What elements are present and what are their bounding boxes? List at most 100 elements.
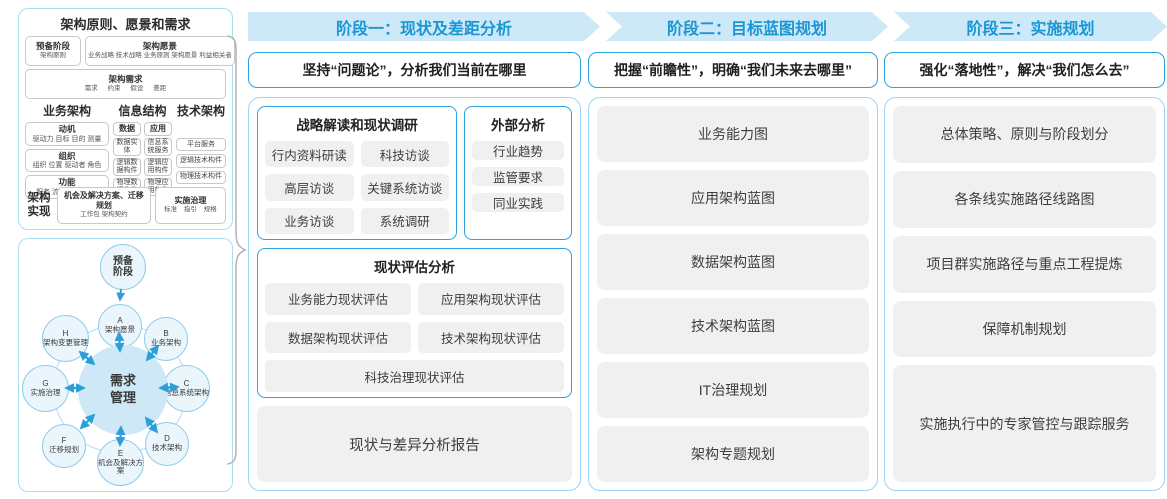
phase2-item: 架构专题规划 — [597, 426, 869, 482]
implementation-governance-sub: 标准 指引 规格 — [164, 206, 217, 214]
application-subcolumn: 应用 信息系统服务 逻辑应用构件 物理应用构件 — [144, 122, 172, 197]
prep-phase-box: 预备阶段 架构原则 — [25, 36, 81, 66]
adm-node-label: 实施治理 — [30, 387, 61, 397]
organization-box: 组织 组织 位置 驱动者 角色 — [25, 148, 109, 173]
adm-cycle-panel: 预备阶段 A 架构愿景 B 业务架构 C 信息系统架构 D 技术架构 E 机会及… — [18, 238, 233, 492]
adm-node-e: E 机会及解决方案 — [97, 439, 144, 486]
research-item: 系统调研 — [360, 207, 449, 234]
current-assessment-box: 现状评估分析 业务能力现状评估 应用架构现状评估 数据架构现状评估 技术架构现状… — [257, 248, 572, 398]
research-item: 科技访谈 — [360, 141, 449, 168]
external-analysis-title: 外部分析 — [491, 118, 545, 133]
phase2-item: 业务能力图 — [597, 106, 869, 162]
technology-architecture-column: 技术架构 平台服务 逻辑技术构件 物理技术构件 — [176, 102, 226, 184]
motivation-title: 动机 — [58, 124, 76, 134]
opportunities-migration-sub: 工作包 架构契约 — [80, 211, 128, 219]
adm-node-a: A 架构愿景 — [98, 304, 142, 348]
adm-node-f: F 迁移规划 — [42, 424, 86, 468]
framework-title: 架构原则、愿景和需求 — [60, 17, 191, 32]
architecture-requirements-title: 架构需求 — [108, 74, 143, 85]
function-title: 功能 — [58, 177, 76, 188]
adm-node-letter: A — [117, 316, 123, 326]
application-item: 逻辑应用构件 — [144, 158, 172, 177]
architecture-requirements-sub: 需求 约束 假设 差距 — [84, 85, 167, 93]
phase2-subtitle: 把握“前瞻性”，明确“我们未来去哪里” — [588, 52, 878, 88]
motivation-sub: 驱动力 目标 目的 测量 — [32, 135, 102, 143]
adm-node-letter: F — [61, 436, 67, 446]
adm-node-letter: G — [42, 378, 49, 388]
adm-node-prep: 预备阶段 — [100, 244, 146, 290]
phase2-panel: 业务能力图 应用架构蓝图 数据架构蓝图 技术架构蓝图 IT治理规划 架构专题规划 — [588, 97, 878, 491]
motivation-box: 动机 驱动力 目标 目的 测量 — [25, 122, 109, 146]
phase2-item: 数据架构蓝图 — [597, 234, 869, 290]
implementation-governance-box: 实施治理 标准 指引 规格 — [154, 187, 226, 224]
architecture-realization-row: 架构实现 机会及解决方案、迁移规划 工作包 架构契约 实施治理 标准 指引 规格 — [25, 187, 226, 224]
external-item: 监管要求 — [472, 167, 564, 186]
adm-node-label: 信息系统架构 — [164, 387, 209, 397]
phase3-banner: 阶段三：实施规划 — [894, 12, 1167, 41]
architecture-requirements-box: 架构需求 需求 约束 假设 差距 — [25, 69, 226, 99]
adm-node-label: 迁移规划 — [49, 445, 79, 455]
adm-node-label: 技术架构 — [152, 443, 182, 453]
implementation-governance-title: 实施治理 — [174, 196, 207, 206]
assessment-item: 业务能力现状评估 — [265, 283, 411, 315]
architecture-realization-label: 架构实现 — [27, 191, 51, 218]
opportunities-migration-title: 机会及解决方案、迁移规划 — [63, 191, 144, 211]
organization-title: 组织 — [58, 150, 76, 161]
architecture-vision-box: 架构愿景 业务战略 技术战略 业务原则 架构愿景 利益相关者 — [85, 36, 235, 66]
assessment-item-full: 科技治理现状评估 — [265, 360, 564, 392]
prep-phase-sub: 架构原则 — [40, 52, 66, 60]
phase3-item: 总体策略、原则与阶段划分 — [893, 106, 1156, 163]
assessment-item: 技术架构现状评估 — [418, 321, 564, 354]
application-item: 信息系统服务 — [144, 138, 172, 157]
data-item: 数据实体 — [113, 138, 141, 157]
external-item: 行业趋势 — [472, 141, 564, 160]
phase2-item: 应用架构蓝图 — [597, 170, 869, 226]
adm-node-letter: E — [117, 448, 124, 458]
data-item: 逻辑数据构件 — [113, 158, 141, 177]
technology-item: 逻辑技术构件 — [176, 154, 226, 168]
adm-node-c: C 信息系统架构 — [163, 365, 210, 412]
adm-node-letter: B — [163, 329, 169, 339]
adm-node-prep-label: 预备阶段 — [113, 255, 133, 279]
adm-node-h: H 架构变更管理 — [42, 315, 89, 362]
adm-node-d: D 技术架构 — [145, 422, 189, 466]
phase3-subtitle: 强化“落地性”，解决“我们怎么去” — [884, 52, 1165, 88]
adm-node-g: G 实施治理 — [22, 365, 69, 412]
research-item: 业务访谈 — [265, 207, 354, 234]
technology-item: 平台服务 — [176, 138, 226, 152]
phase1-panel: 战略解读和现状调研 行内资料研读 科技访谈 高层访谈 关键系统访谈 业务访谈 系… — [248, 97, 581, 491]
current-assessment-title: 现状评估分析 — [374, 260, 455, 275]
research-item: 高层访谈 — [265, 174, 354, 201]
adm-node-letter: H — [62, 328, 69, 338]
technology-item: 物理技术构件 — [176, 170, 226, 184]
business-architecture-column: 业务架构 动机 驱动力 目标 目的 测量 组织 组织 位置 驱动者 角色 功能 … — [25, 102, 109, 200]
phase1-subtitle: 坚持“问题论”，分析我们当前在哪里 — [248, 52, 581, 88]
data-header: 数据 — [113, 122, 141, 136]
phase3-panel: 总体策略、原则与阶段划分 各条线实施路径线路图 项目群实施路径与重点工程提炼 保… — [884, 97, 1165, 491]
assessment-item: 应用架构现状评估 — [418, 283, 564, 315]
architecture-vision-title: 架构愿景 — [142, 41, 177, 52]
brace-connector — [227, 35, 247, 465]
phase3-item: 保障机制规划 — [893, 300, 1156, 358]
adm-node-label: 架构愿景 — [105, 325, 135, 335]
gap-analysis-report-box: 现状与差异分析报告 — [257, 406, 572, 482]
adm-node-letter: C — [183, 378, 190, 388]
adm-node-label: 机会及解决方案 — [98, 457, 143, 475]
organization-sub: 组织 位置 驱动者 角色 — [32, 162, 102, 170]
assessment-item: 数据架构现状评估 — [265, 321, 411, 354]
adm-center-label: 需求管理 — [109, 373, 136, 405]
adm-node-label: 业务架构 — [151, 338, 181, 348]
data-subcolumn: 数据 数据实体 逻辑数据构件 物理数据构件 — [113, 122, 141, 197]
information-structure-header: 信息结构 — [118, 104, 167, 118]
framework-top-row: 预备阶段 架构原则 架构愿景 业务战略 技术战略 业务原则 架构愿景 利益相关者 — [25, 36, 235, 66]
phase2-item: 技术架构蓝图 — [597, 298, 869, 354]
information-structure-column: 信息结构 数据 数据实体 逻辑数据构件 物理数据构件 应用 信息系统服务 逻辑应… — [113, 102, 172, 197]
opportunities-migration-box: 机会及解决方案、迁移规划 工作包 架构契约 — [57, 187, 151, 224]
phase3-item-tall: 实施执行中的专家管控与跟踪服务 — [893, 365, 1156, 482]
external-item: 同业实践 — [472, 193, 564, 212]
prep-phase-title: 预备阶段 — [35, 41, 70, 52]
external-analysis-box: 外部分析 行业趋势 监管要求 同业实践 — [464, 106, 572, 240]
technology-architecture-header: 技术架构 — [176, 104, 225, 118]
application-header: 应用 — [144, 122, 172, 136]
